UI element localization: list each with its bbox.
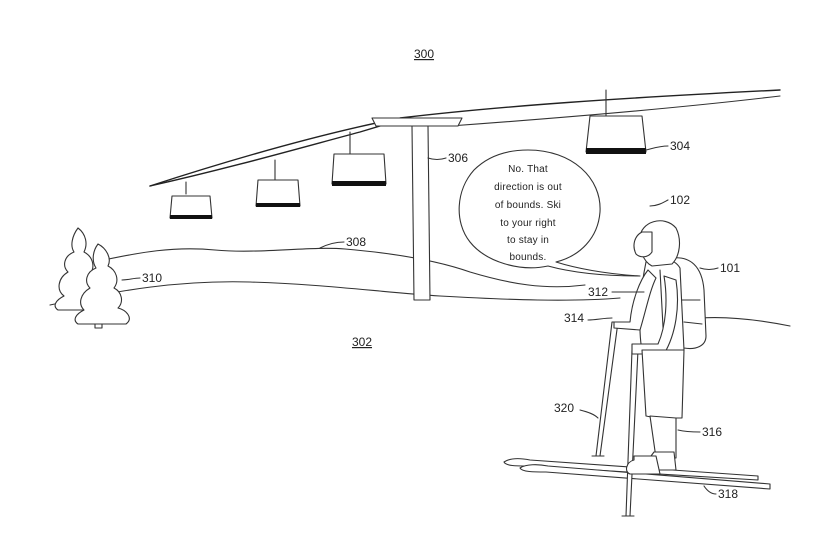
label-ground: 302 bbox=[352, 335, 372, 349]
label-head: 102 bbox=[670, 193, 690, 207]
speech-line-2: direction is out bbox=[494, 182, 562, 193]
label-lift-tower: 306 bbox=[448, 151, 468, 165]
arm-front bbox=[631, 275, 679, 355]
lower-leg bbox=[649, 415, 677, 459]
chair bbox=[255, 159, 301, 207]
label-skis: 318 bbox=[718, 487, 738, 501]
reference-numerals: 300 302 304 306 308 310 102 101 312 314 … bbox=[142, 47, 740, 501]
tower-crossarm bbox=[371, 117, 463, 127]
ski-front bbox=[519, 464, 771, 490]
label-ridge: 308 bbox=[346, 235, 366, 249]
speech-line-1: No. That bbox=[508, 164, 548, 175]
label-backpack: 101 bbox=[720, 261, 740, 275]
speech-line-3: of bounds. Ski bbox=[495, 200, 561, 211]
chairlift-chairs bbox=[169, 89, 647, 219]
right-slope bbox=[699, 316, 791, 327]
trees bbox=[54, 227, 130, 329]
label-chair-front: 304 bbox=[670, 139, 690, 153]
arm-back bbox=[613, 269, 657, 331]
ground-line bbox=[49, 281, 621, 306]
ridge-line bbox=[94, 247, 586, 288]
tree-trunk bbox=[94, 323, 103, 329]
skier bbox=[613, 220, 707, 475]
lower-cable-right bbox=[449, 95, 781, 127]
upper-cable bbox=[149, 89, 781, 187]
chair bbox=[331, 131, 387, 186]
label-legs: 316 bbox=[702, 425, 722, 439]
chair bbox=[169, 181, 213, 219]
boot-front bbox=[625, 455, 661, 475]
lift-tower bbox=[371, 117, 463, 301]
lift-cables bbox=[149, 89, 781, 187]
pole-back bbox=[595, 321, 619, 457]
speech-bubble-outline bbox=[458, 149, 641, 277]
speech-line-5: to stay in bbox=[507, 235, 549, 246]
speech-line-4: to your right bbox=[500, 218, 555, 229]
face bbox=[633, 231, 653, 258]
speech-line-6: bounds. bbox=[510, 252, 547, 263]
label-face-direction: 312 bbox=[588, 285, 608, 299]
chair-front bbox=[585, 89, 647, 154]
pole-front bbox=[625, 349, 639, 517]
label-figure-number: 300 bbox=[414, 47, 434, 61]
label-hand: 314 bbox=[564, 311, 584, 325]
background-hills bbox=[49, 247, 791, 327]
label-trees: 310 bbox=[142, 271, 162, 285]
tower-pole bbox=[411, 125, 431, 301]
label-pole: 320 bbox=[554, 401, 574, 415]
lower-cable bbox=[149, 125, 381, 187]
ski-poles bbox=[591, 321, 639, 517]
speech-bubble: No. That direction is out of bounds. Ski… bbox=[458, 149, 641, 277]
leader-lines bbox=[121, 145, 719, 495]
